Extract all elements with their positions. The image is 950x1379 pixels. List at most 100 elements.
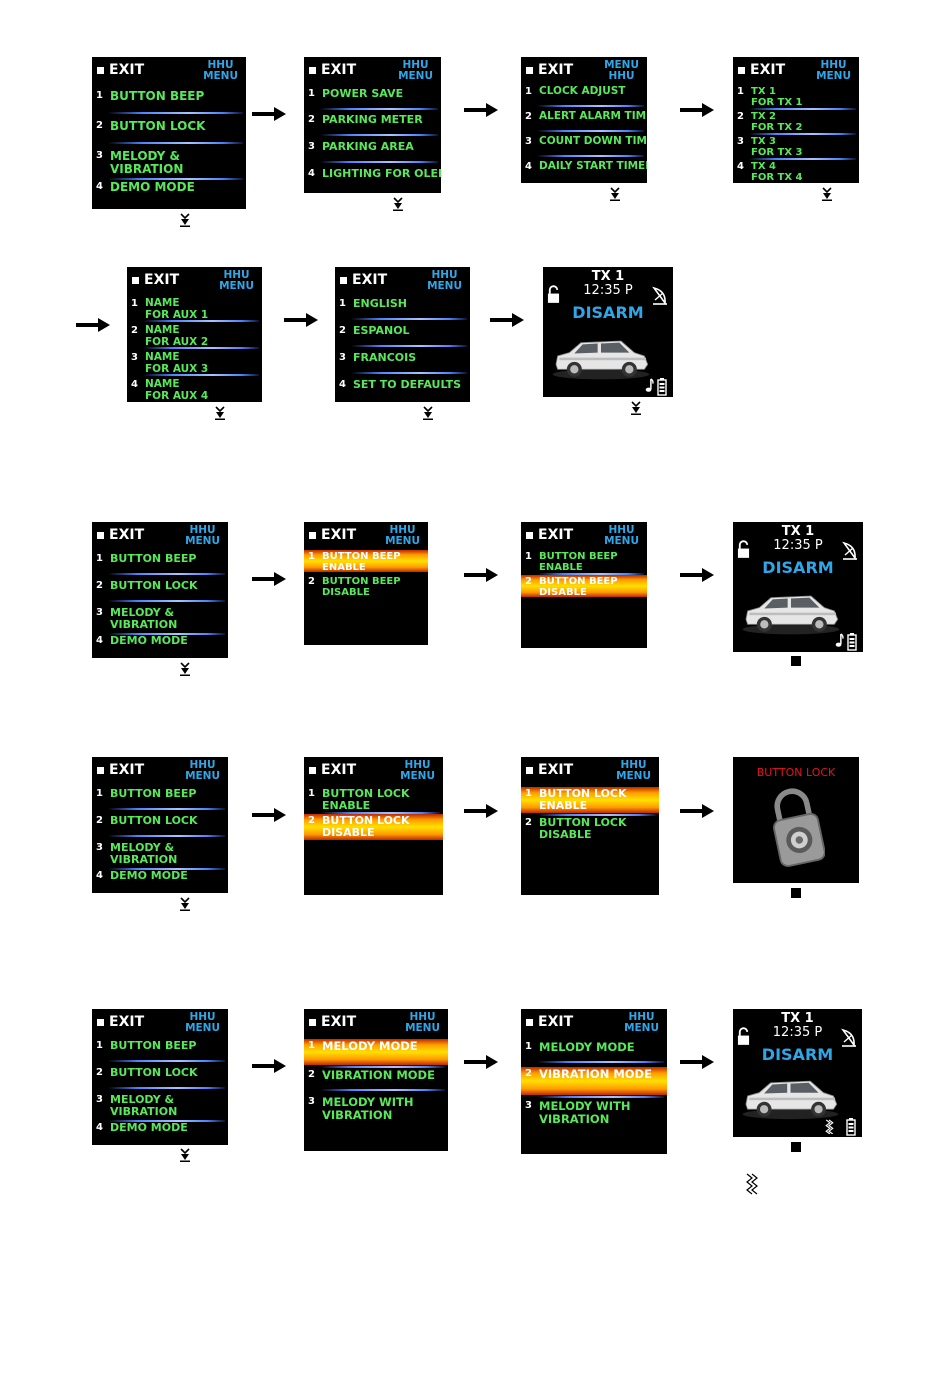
menu-separator bbox=[320, 134, 438, 136]
menu-item-label: DEMO MODE bbox=[110, 635, 188, 647]
menu-tag-line: HHU bbox=[620, 759, 647, 771]
menu-tag-line: HHU bbox=[189, 1011, 216, 1023]
menu-item[interactable]: 4 DEMO MODE bbox=[92, 634, 228, 652]
menu-item-number: 2 bbox=[131, 325, 138, 336]
menu-item-number: 2 bbox=[308, 576, 315, 587]
exit-label[interactable]: EXIT bbox=[144, 272, 180, 288]
arrow-down-icon bbox=[180, 1148, 190, 1162]
exit-label[interactable]: EXIT bbox=[321, 62, 357, 78]
exit-label[interactable]: EXIT bbox=[109, 762, 145, 778]
menu-item-number: 4 bbox=[96, 635, 103, 646]
exit-square-icon bbox=[97, 1019, 104, 1026]
menu-item-number: 3 bbox=[96, 607, 103, 618]
menu-separator bbox=[108, 142, 243, 144]
button-lock-screen: BUTTON LOCK bbox=[733, 757, 859, 883]
menu-item-number: 2 bbox=[308, 114, 315, 125]
menu-item-line: MELODY & bbox=[110, 606, 175, 619]
exit-label[interactable]: EXIT bbox=[538, 527, 574, 543]
arrow-right-icon bbox=[252, 572, 286, 586]
menu-item-line: FRANCOIS bbox=[353, 351, 417, 364]
menu-separator bbox=[537, 130, 644, 132]
exit-label[interactable]: EXIT bbox=[352, 272, 388, 288]
menu-item-line: BUTTON BEEP bbox=[110, 787, 197, 800]
exit-label[interactable]: EXIT bbox=[321, 1014, 357, 1030]
exit-label[interactable]: EXIT bbox=[538, 762, 574, 778]
exit-label[interactable]: EXIT bbox=[750, 62, 786, 78]
menu-separator bbox=[537, 155, 644, 157]
exit-label[interactable]: EXIT bbox=[538, 62, 574, 78]
satellite-dish-icon bbox=[652, 286, 667, 305]
exit-label[interactable]: EXIT bbox=[109, 1014, 145, 1030]
menu-item-line: BUTTON LOCK bbox=[110, 119, 206, 133]
menu-item-label: VIBRATION MODE bbox=[539, 1068, 652, 1081]
exit-label[interactable]: EXIT bbox=[109, 62, 145, 78]
clock-time: 12:35 P bbox=[773, 538, 823, 553]
menu-item-number: 4 bbox=[96, 181, 103, 192]
menu-item-number: 3 bbox=[525, 136, 532, 147]
menu-item-number: 3 bbox=[308, 1096, 315, 1107]
exit-label[interactable]: EXIT bbox=[321, 527, 357, 543]
menu-tag-line: MENU bbox=[185, 770, 220, 782]
exit-label[interactable]: EXIT bbox=[538, 1014, 574, 1030]
exit-label[interactable]: EXIT bbox=[321, 762, 357, 778]
menu-item-number: 4 bbox=[339, 379, 346, 390]
menu-tag-line: HHU bbox=[820, 59, 847, 71]
music-note-icon bbox=[835, 633, 844, 647]
exit-label[interactable]: EXIT bbox=[109, 527, 145, 543]
